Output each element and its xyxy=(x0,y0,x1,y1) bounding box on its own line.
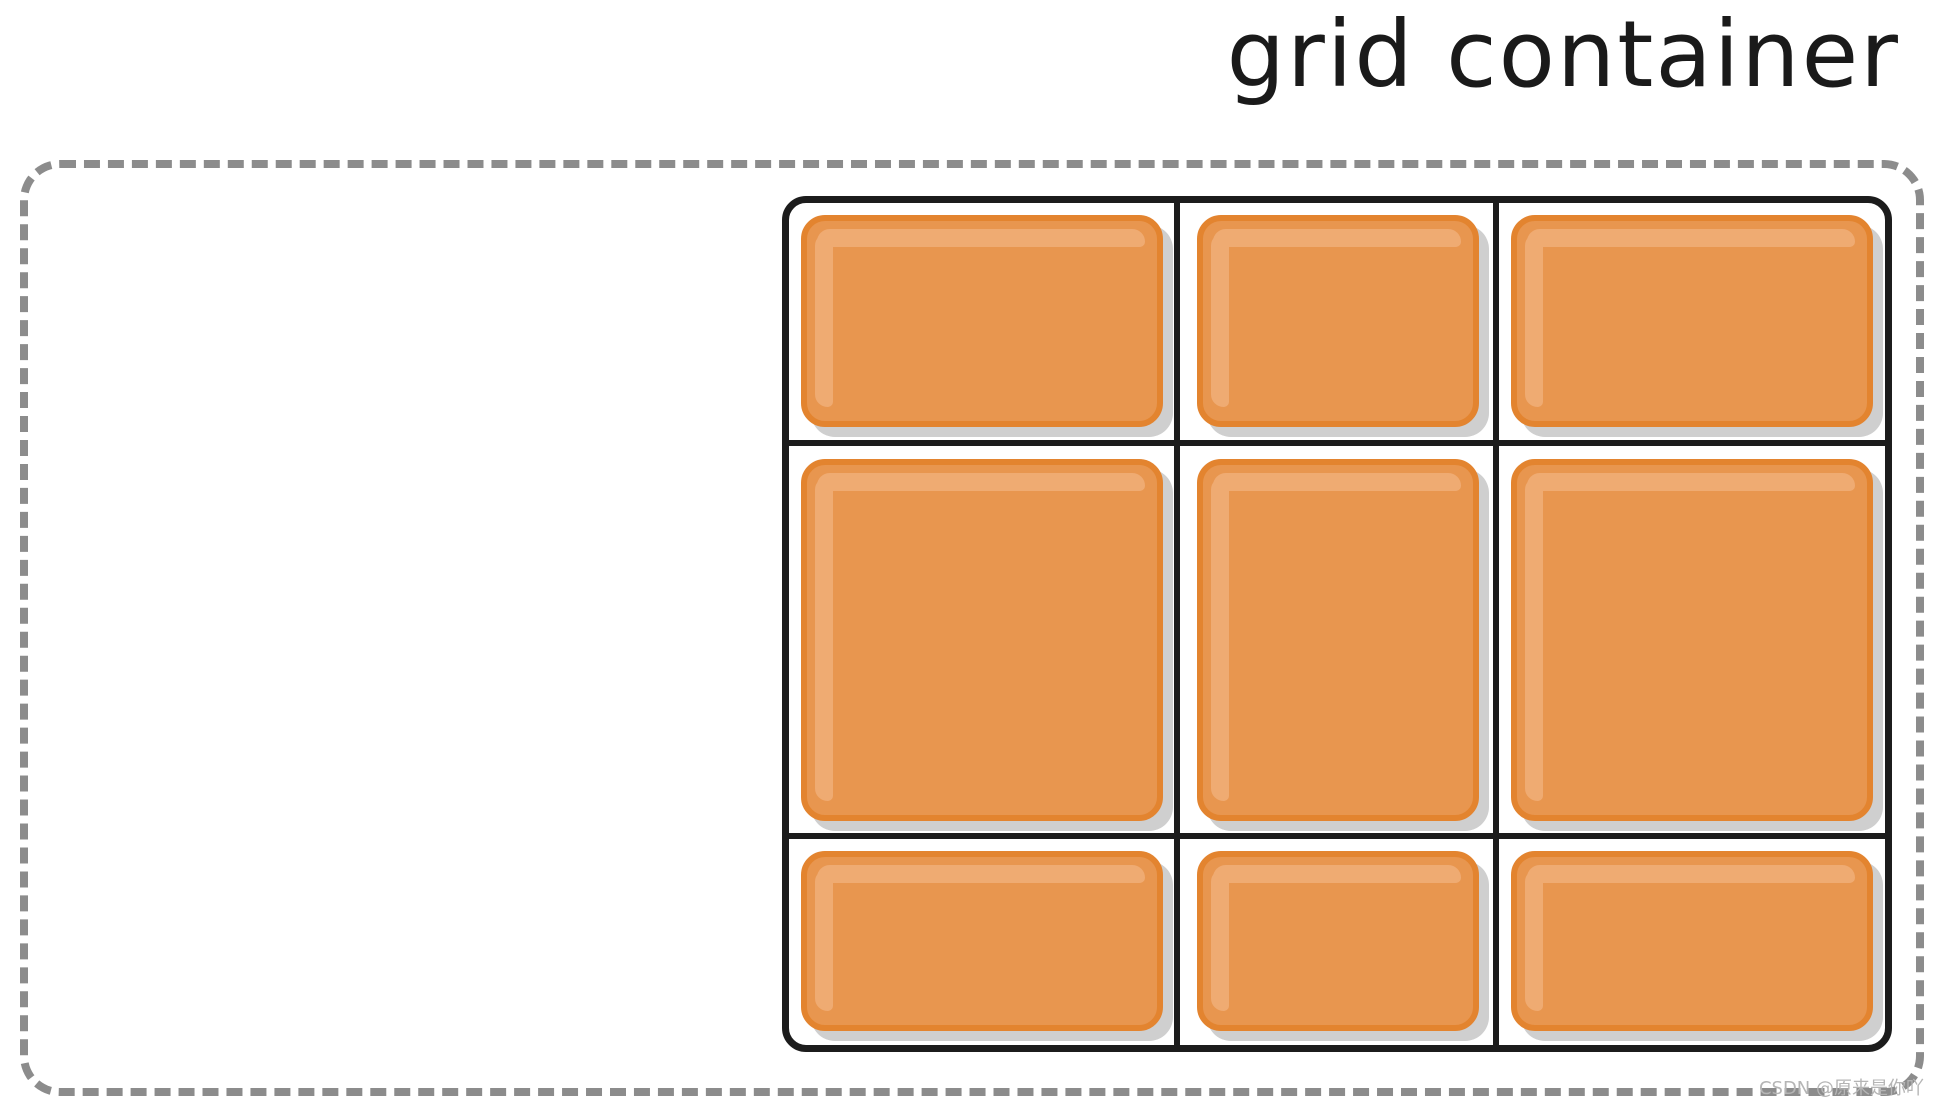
grid-item xyxy=(1197,851,1479,1031)
grid-line-horizontal-1 xyxy=(789,440,1885,446)
grid-container-outline xyxy=(20,160,1924,1096)
grid-item xyxy=(1197,459,1479,821)
grid-item xyxy=(801,851,1163,1031)
grid-item xyxy=(1511,215,1873,427)
grid-item xyxy=(1511,851,1873,1031)
grid-box xyxy=(782,196,1892,1052)
grid-item xyxy=(801,459,1163,821)
grid-line-vertical-2 xyxy=(1493,203,1499,1045)
grid-item xyxy=(1197,215,1479,427)
watermark: CSDN @原来是你吖 xyxy=(1758,1078,1924,1099)
grid-line-horizontal-2 xyxy=(789,833,1885,839)
diagram-title: grid container xyxy=(1226,1,1900,108)
grid-line-vertical-1 xyxy=(1174,203,1180,1045)
grid-item xyxy=(801,215,1163,427)
grid-item xyxy=(1511,459,1873,821)
